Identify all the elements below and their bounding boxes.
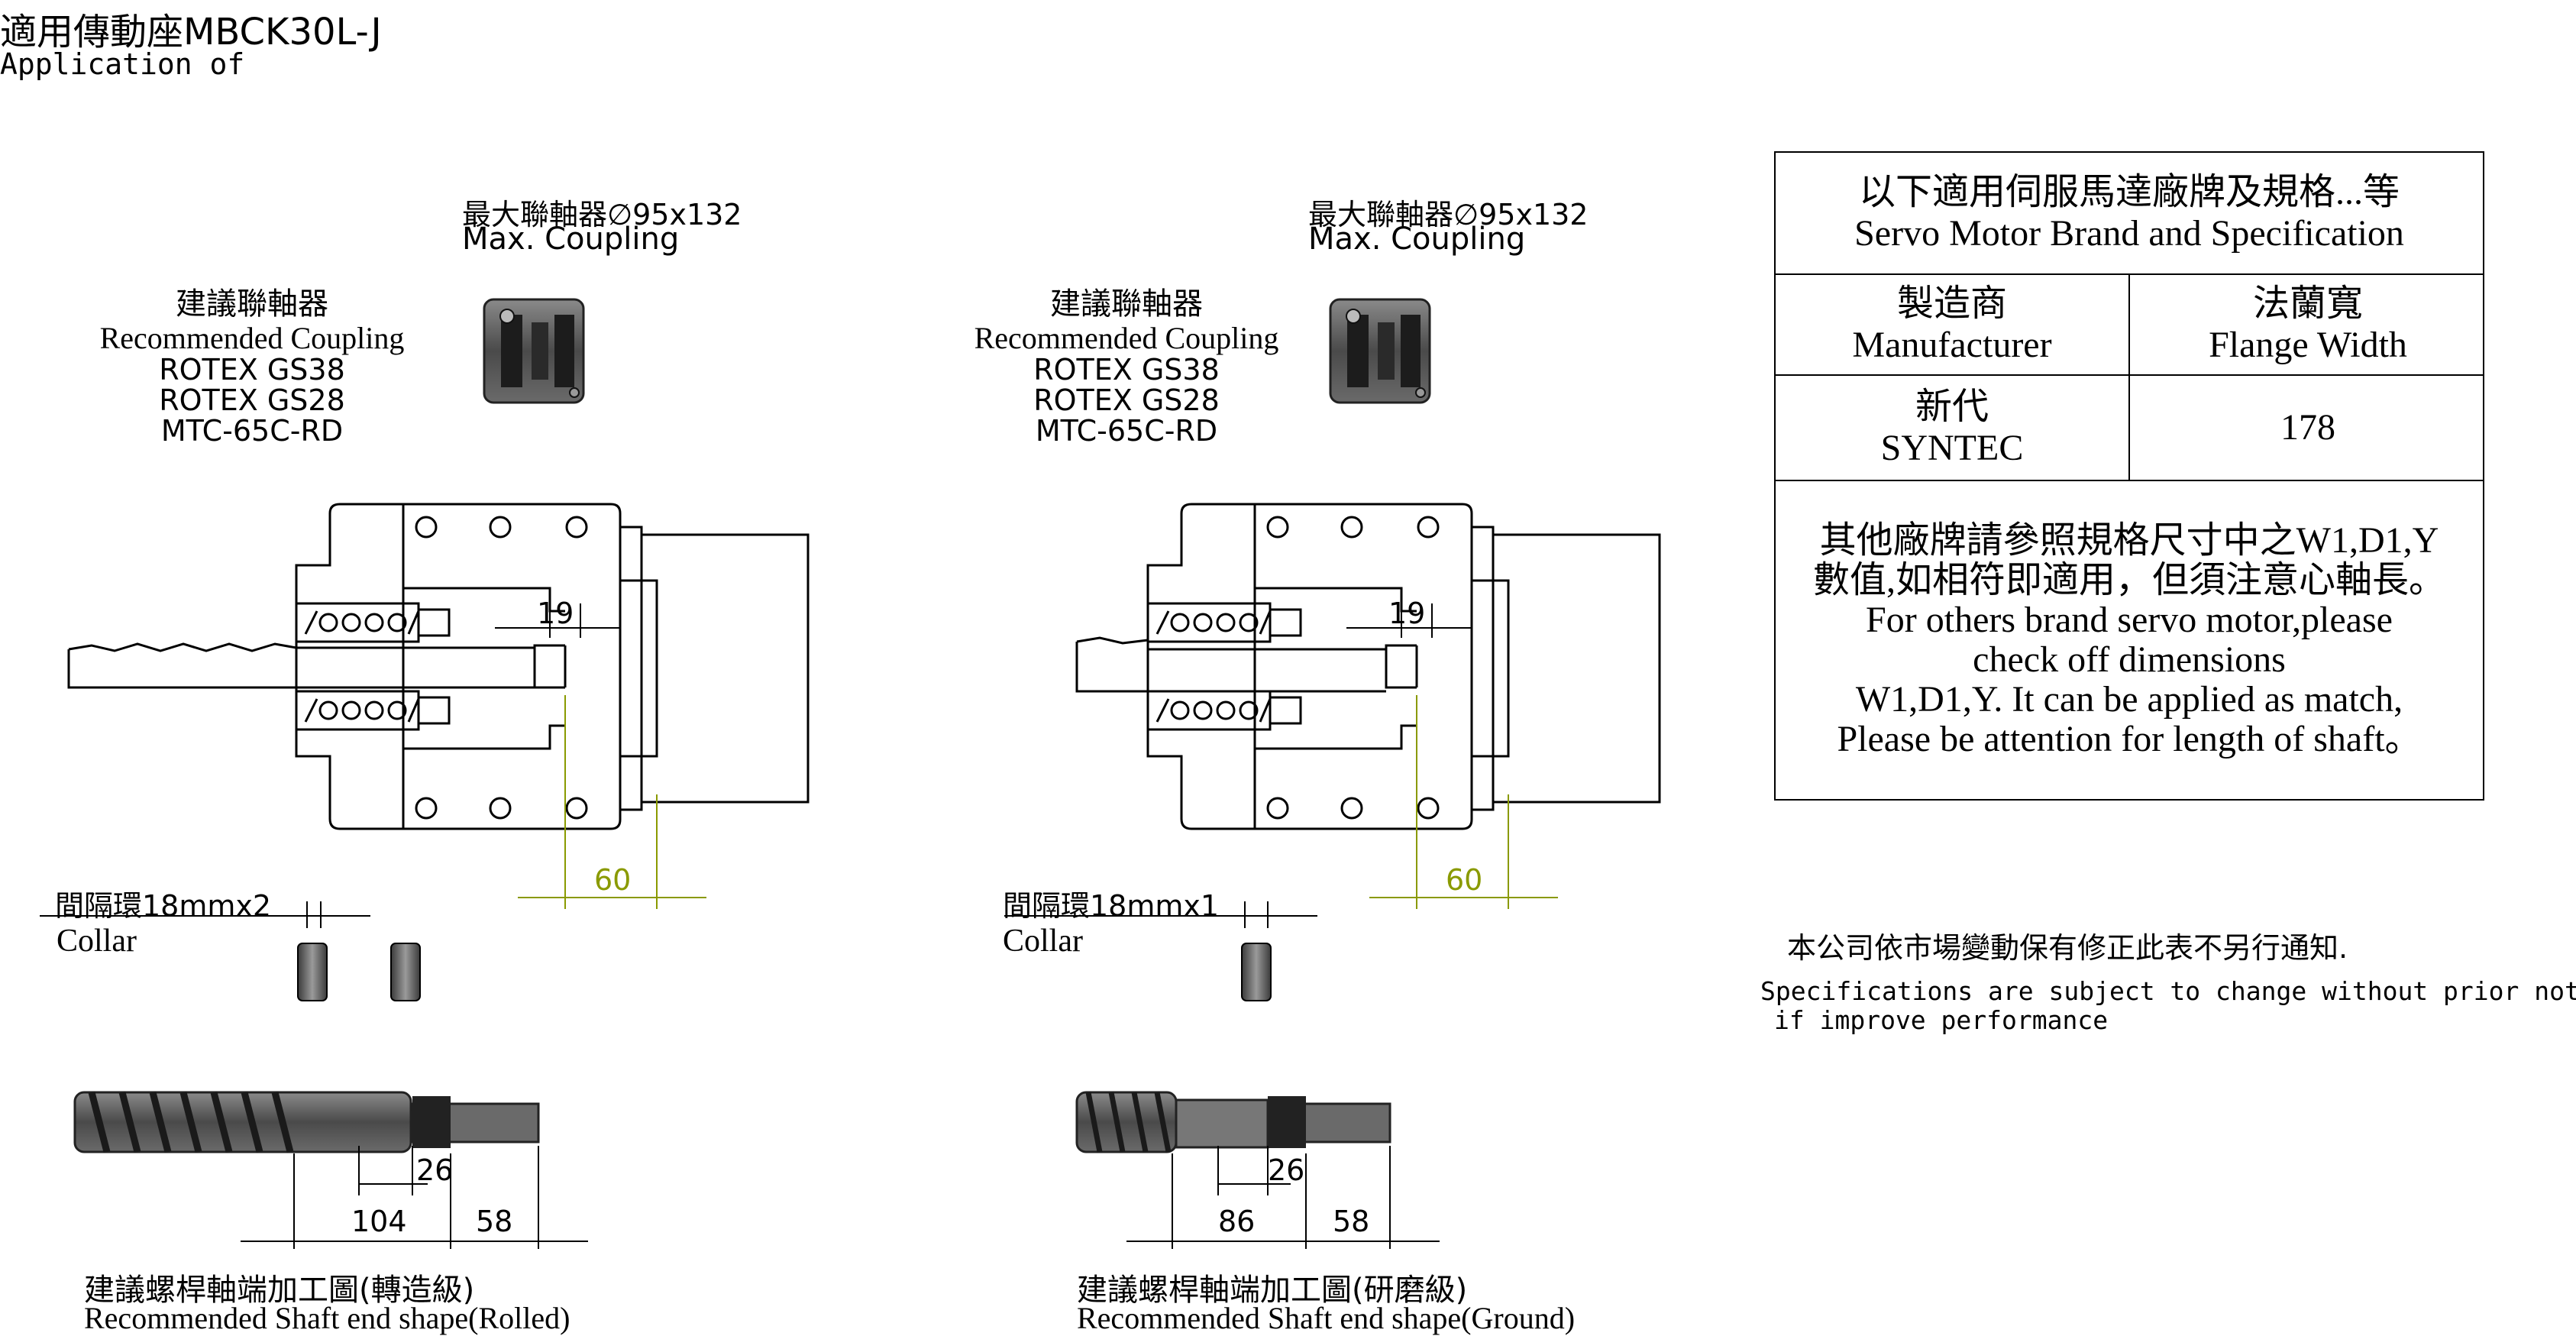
spec-note-en-3: W1,D1,Y. It can be applied as match, — [1855, 679, 2403, 720]
right-coupling-model: ROTEX GS38 — [1033, 353, 1220, 387]
right-recommended-en: Recommended Coupling — [974, 321, 1279, 355]
spec-col1-en: Manufacturer — [1852, 325, 2052, 365]
right-max-coupling-zh: 最大聯軸器∅95x132 — [1308, 198, 1589, 231]
spec-col2-zh: 法蘭寬 — [2252, 283, 2363, 324]
right-assembly-drawing — [1146, 503, 1661, 911]
right-shaft-dim-58: 58 — [1333, 1205, 1369, 1238]
left-assembly-drawing — [295, 503, 810, 911]
right-shaft-end-drawing: 26 86 58 — [1075, 1091, 1440, 1249]
left-collar-drawing — [40, 901, 421, 1001]
left-max-coupling-en: Max. Coupling — [462, 222, 680, 257]
right-coupling-model: ROTEX GS28 — [1033, 383, 1220, 417]
left-shaft-dim-104: 104 — [351, 1205, 407, 1238]
left-shaft-caption-en: Recommended Shaft end shape(Rolled) — [84, 1301, 570, 1335]
disclaimer-zh: 本公司依市場變動保有修正此表不另行通知. — [1787, 931, 2348, 965]
right-shaft-caption-zh: 建議螺桿軸端加工圖(研磨級) — [1077, 1273, 1468, 1308]
spec-note-en-2: check off dimensions — [1973, 639, 2286, 680]
left-coupling-model: MTC-65C-RD — [160, 414, 344, 448]
spec-note-zh-2: 數值,如相符即適用，但須注意心軸長。 — [1812, 560, 2445, 600]
left-dim-19: 19 — [537, 597, 574, 630]
left-screw-shaft — [67, 642, 535, 689]
right-collar-drawing — [1004, 901, 1317, 1001]
left-coupling-image — [483, 298, 585, 404]
spec-col2-en: Flange Width — [2209, 325, 2407, 365]
left-recommended-en: Recommended Coupling — [99, 321, 405, 355]
right-shaft-dim-86: 86 — [1218, 1205, 1255, 1238]
right-shaft-dim-26: 26 — [1268, 1153, 1304, 1187]
right-recommended-block: 建議聯軸器 Recommended Coupling ROTEX GS38 RO… — [955, 286, 1298, 446]
spec-brand-zh: 新代 — [1915, 387, 1989, 427]
right-shaft-caption-en: Recommended Shaft end shape(Ground) — [1077, 1301, 1576, 1335]
spec-brand-en: SYNTEC — [1880, 428, 2024, 468]
spec-note-en-1: For others brand servo motor,please — [1866, 600, 2393, 640]
spec-heading-zh: 以下適用伺服馬達廠牌及規格...等 — [1858, 172, 2400, 212]
left-shaft-end-drawing: 26 104 58 — [73, 1091, 588, 1249]
spec-flange-width: 178 — [2280, 407, 2335, 448]
left-shaft-dim-26: 26 — [416, 1153, 453, 1187]
technical-drawings: 19 60 26 104 58 1 — [40, 298, 1661, 1249]
disclaimer-en-2: if improve performance — [1774, 1005, 2109, 1035]
left-shaft-dim-58: 58 — [476, 1205, 512, 1238]
spec-note-en-4: Please be attention for length of shaft。 — [1837, 719, 2422, 759]
right-collar-zh: 間隔環18mmx1 — [1003, 889, 1220, 923]
left-max-coupling-zh: 最大聯軸器∅95x132 — [462, 198, 742, 231]
servo-spec-table: 以下適用伺服馬達廠牌及規格...等 Servo Motor Brand and … — [1774, 151, 2484, 801]
spec-table-header-row: 製造商 Manufacturer 法蘭寬 Flange Width — [1776, 275, 2483, 376]
right-dim-19: 19 — [1388, 597, 1425, 630]
right-recommended-zh: 建議聯軸器 — [1050, 286, 1203, 322]
spec-heading-en: Servo Motor Brand and Specification — [1854, 213, 2404, 254]
left-collar-zh: 間隔環18mmx2 — [55, 889, 272, 923]
left-recommended-zh: 建議聯軸器 — [176, 286, 328, 322]
page-subtitle: Application of — [0, 47, 245, 81]
left-recommended-block: 建議聯軸器 Recommended Coupling ROTEX GS38 RO… — [99, 286, 405, 446]
right-coupling-image — [1329, 298, 1431, 404]
left-dim-60: 60 — [594, 863, 631, 897]
right-dim-60: 60 — [1446, 863, 1482, 897]
spec-col1-zh: 製造商 — [1896, 283, 2007, 324]
right-max-coupling-en: Max. Coupling — [1308, 222, 1526, 257]
spec-note-zh-1: 其他廠牌請參照規格尺寸中之W1,D1,Y — [1819, 520, 2439, 561]
spec-table-note-row: 其他廠牌請參照規格尺寸中之W1,D1,Y 數值,如相符即適用，但須注意心軸長。 … — [1776, 481, 2483, 799]
page-title: 適用傳動座MBCK30L-J — [0, 11, 382, 53]
left-shaft-caption-zh: 建議螺桿軸端加工圖(轉造級) — [84, 1273, 475, 1308]
disclaimer-en-1: Specifications are subject to change wit… — [1760, 976, 2576, 1006]
left-coupling-model: ROTEX GS38 — [159, 353, 345, 387]
left-coupling-model: ROTEX GS28 — [159, 383, 345, 417]
spec-table-heading-row: 以下適用伺服馬達廠牌及規格...等 Servo Motor Brand and … — [1776, 153, 2483, 275]
right-coupling-model: MTC-65C-RD — [1035, 414, 1218, 448]
left-collar-en: Collar — [57, 924, 137, 959]
spec-table-data-row: 新代 SYNTEC 178 — [1776, 376, 2483, 481]
right-screw-shaft — [1075, 636, 1386, 693]
right-collar-en: Collar — [1003, 924, 1083, 959]
